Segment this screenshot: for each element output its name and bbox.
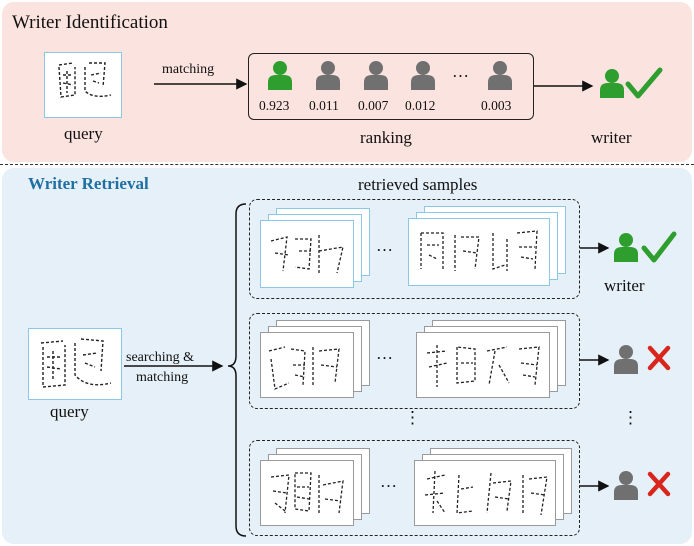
matching-label-2: matching	[136, 370, 189, 385]
retrieval-writer-label: writer	[604, 276, 645, 295]
writer-person-icon	[600, 69, 624, 98]
sample-card-front	[416, 332, 550, 398]
searching-label: searching &	[126, 350, 195, 365]
check-icon	[625, 67, 663, 99]
retrieved-group-2	[249, 313, 580, 409]
person-icon	[316, 61, 340, 90]
retrieved-group-3	[249, 440, 580, 536]
section-divider	[0, 164, 694, 165]
retrieved-samples-header: retrieved samples	[358, 175, 478, 194]
match-person-icon	[614, 233, 638, 262]
nonmatch-person-icon	[614, 345, 638, 374]
person-icon	[488, 61, 512, 90]
row2-ellipsis: …	[376, 344, 393, 363]
nonmatch-person-icon	[614, 471, 638, 500]
sample-card-front	[260, 460, 354, 526]
handwriting-sample	[268, 346, 340, 390]
cross-icon	[647, 345, 671, 371]
retrieval-query-card	[28, 328, 122, 400]
writer-label: writer	[591, 128, 632, 147]
ranking-label: ranking	[360, 128, 412, 147]
handwriting-sample	[270, 235, 344, 274]
vertical-ellipsis-center: ⋮	[404, 408, 421, 427]
cross-icon	[647, 471, 671, 497]
row3-ellipsis: …	[380, 472, 397, 491]
sample-card-front	[260, 332, 354, 398]
retrieval-title: Writer Retrieval	[28, 174, 149, 193]
brace-icon	[227, 203, 247, 537]
score-4: 0.012	[405, 98, 436, 113]
query-sample-card	[44, 52, 122, 118]
score-5: 0.003	[481, 98, 512, 113]
retrieval-query-label: query	[50, 402, 89, 421]
row1-ellipsis: …	[376, 236, 393, 255]
score-1: 0.923	[259, 98, 290, 113]
retrieved-group-1	[249, 199, 580, 299]
handwriting-sample	[426, 345, 540, 387]
person-icon	[411, 61, 435, 90]
handwriting-sample	[58, 62, 112, 98]
score-3: 0.007	[358, 98, 389, 113]
person-icon	[268, 61, 292, 90]
score-2: 0.011	[309, 98, 339, 113]
ranking-ellipsis: …	[452, 62, 469, 81]
handwriting-sample	[270, 472, 344, 515]
sample-card-front	[414, 460, 556, 526]
sample-card-front	[260, 220, 354, 288]
vertical-ellipsis-right: ⋮	[622, 408, 639, 427]
identification-title: Writer Identification	[12, 12, 168, 33]
handwriting-sample	[424, 470, 548, 516]
handwriting-sample	[40, 338, 112, 388]
person-icon	[364, 61, 388, 90]
ranking-box	[248, 53, 534, 120]
matching-label: matching	[162, 62, 215, 77]
query-label: query	[64, 124, 103, 143]
check-icon	[641, 231, 677, 263]
sample-card-front	[408, 218, 550, 286]
handwriting-sample	[420, 230, 538, 271]
